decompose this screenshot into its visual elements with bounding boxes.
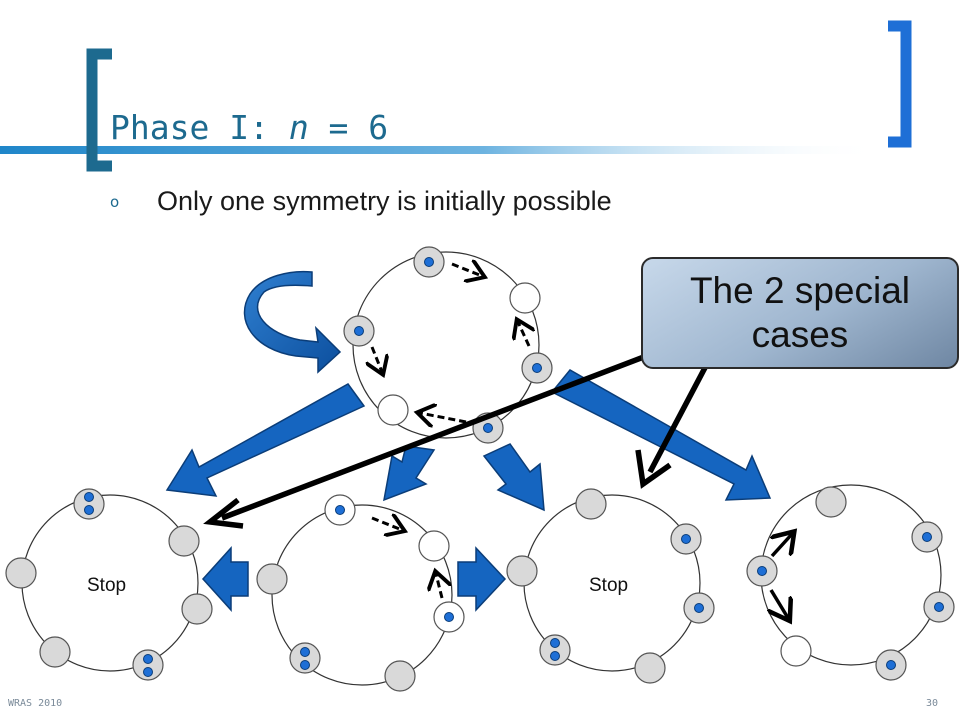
stop-arrow-right [457,546,507,612]
slide-title: Phase I: n = 6 [110,108,388,147]
empty-node [377,394,409,426]
callout-line-2: cases [751,314,849,355]
ring-2 [271,504,453,686]
ring-1-nodes [5,488,213,681]
ring-2-robots [300,505,454,670]
callout-pointer-right [647,360,711,474]
transition-arrow-mid-left [383,445,436,502]
ring-4-robots [757,532,944,670]
empty-node [780,635,812,667]
stop-arrow-left [201,546,249,612]
special-cases-callout: The 2 special cases [641,257,959,369]
transition-arrow-right [550,369,772,501]
page-number: 30 [925,698,938,709]
callout-pointer-left [221,347,663,521]
title-suffix: = 6 [308,108,389,147]
robot-node [384,660,416,692]
left-bracket [86,48,112,172]
ring-3-robots [550,534,704,661]
right-bracket [888,20,912,148]
title-variable: n [288,108,309,147]
callout-line-1: The 2 special [689,270,911,311]
empty-node [815,486,847,518]
title-underline [0,146,880,154]
ring-2-nodes [256,494,465,692]
ring-2-moves [371,518,442,599]
ring-4-nodes [746,486,955,681]
ring-top-robots [354,257,542,433]
bullet-item: o Only one symmetry is initially possibl… [110,186,612,217]
robot-node [256,563,288,595]
ring-1-robots [84,492,153,677]
robot-node [289,642,321,674]
stop-label-1: Stop [87,575,126,596]
ring-top-nodes [343,246,553,444]
bullet-text: Only one symmetry is initially possible [157,186,612,216]
title-prefix: Phase I: [110,108,289,147]
transition-arrow-mid-right [482,443,545,512]
empty-node [509,282,541,314]
ring-top-moves [372,264,529,422]
stop-label-2: Stop [589,575,628,596]
footer-left: WRAS 2010 [8,698,63,709]
bullet-marker: o [110,192,120,211]
rotation-curl-icon [243,270,342,374]
transition-arrow-left [165,383,366,497]
empty-node [418,530,450,562]
ring-4-moves [771,534,792,618]
callout-pointers [203,347,711,529]
